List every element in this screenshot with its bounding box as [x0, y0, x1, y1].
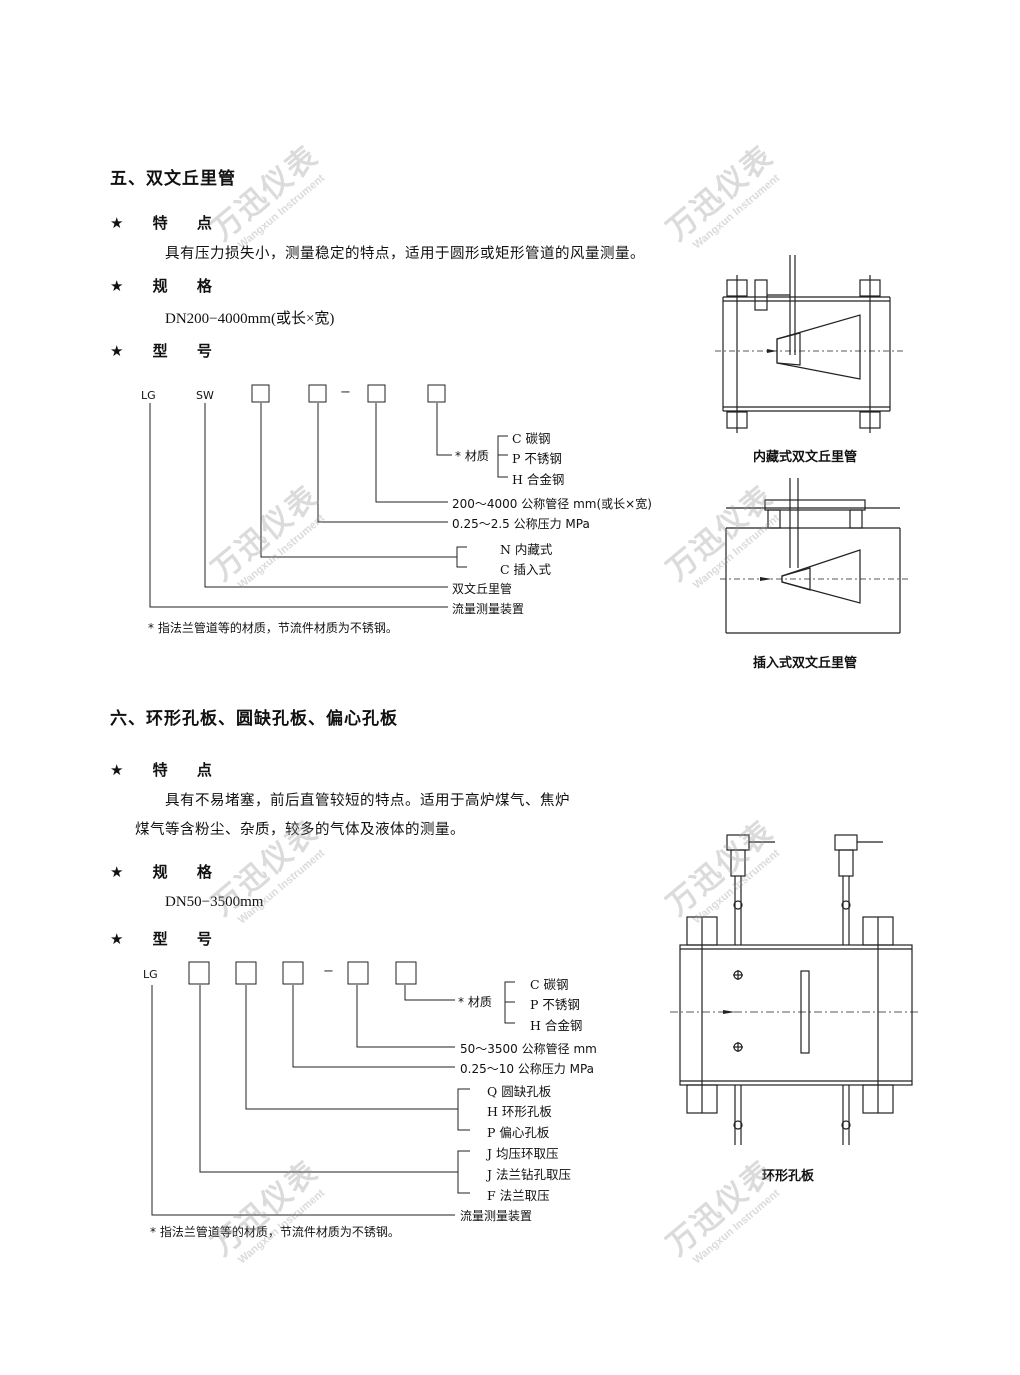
material-c-6: C 碳钢	[530, 977, 569, 992]
material-c-5: C 碳钢	[512, 431, 551, 446]
section6-title: 六、环形孔板、圆缺孔板、偏心孔板	[110, 709, 398, 729]
note-5: * 指法兰管道等的材质，节流件材质为不锈钢。	[148, 621, 398, 635]
code-lg-6: LG	[143, 968, 158, 981]
product-label-5: 双文丘里管	[452, 582, 513, 596]
install-c: C 插入式	[500, 562, 552, 577]
caption-ring-orifice: 环形孔板	[762, 1169, 815, 1184]
material-h-6: H 合金钢	[530, 1018, 583, 1033]
ring-orifice-drawing	[670, 834, 920, 1145]
material-label-6: * 材质	[458, 995, 492, 1009]
section6-feature-heading: ★ 特 点	[110, 761, 224, 779]
code6-box-1	[188, 961, 210, 985]
pressure-label-5: 0.25～2.5 公称压力 MPa	[452, 517, 590, 531]
section6-feature-line2: 煤气等含粉尘、杂质，较多的气体及液体的测量。	[135, 822, 465, 838]
device-label-6: 流量测量装置	[460, 1209, 533, 1223]
code-box-4	[427, 384, 446, 403]
code-lg: LG	[141, 389, 156, 402]
material-h-5: H 合金钢	[512, 472, 565, 487]
section5-spec-text: DN200−4000mm(或长×宽)	[165, 311, 335, 327]
material-p-5: P 不锈钢	[512, 451, 562, 466]
caption-insertion-venturi: 插入式双文丘里管	[753, 656, 858, 671]
tap-f: F 法兰取压	[487, 1188, 550, 1203]
diameter-label-5: 200～4000 公称管径 mm(或长×宽)	[452, 497, 652, 511]
plate-p: P 偏心孔板	[487, 1125, 550, 1140]
code6-box-2	[235, 961, 257, 985]
caption-inner-venturi: 内藏式双文丘里管	[753, 450, 858, 465]
code6-box-4	[347, 961, 369, 985]
code-dash: −	[340, 385, 351, 400]
section5-feature-text: 具有压力损失小，测量稳定的特点，适用于圆形或矩形管道的风量测量。	[165, 246, 645, 262]
code6-box-5	[395, 961, 417, 985]
code-dash-6: −	[323, 964, 334, 979]
section5-feature-heading: ★ 特 点	[110, 214, 224, 232]
code-box-1	[251, 384, 270, 403]
pressure-label-6: 0.25～10 公称压力 MPa	[460, 1062, 595, 1076]
section6-model-heading: ★ 型 号	[110, 930, 224, 948]
insertion-venturi-drawing	[720, 478, 910, 634]
tap-j1: J 均压环取压	[487, 1146, 559, 1161]
device-label-5: 流量测量装置	[452, 602, 525, 616]
material-label-5: * 材质	[455, 449, 489, 463]
code-box-3	[367, 384, 386, 403]
inner-venturi-drawing	[715, 255, 905, 433]
tap-j2: J 法兰钻孔取压	[487, 1167, 571, 1182]
note-6: * 指法兰管道等的材质，节流件材质为不锈钢。	[150, 1225, 400, 1239]
diameter-label-6: 50～3500 公称管径 mm	[460, 1042, 597, 1056]
section6-spec-text: DN50−3500mm	[165, 894, 264, 910]
section5-title: 五、双文丘里管	[110, 169, 236, 189]
section5-model-heading: ★ 型 号	[110, 342, 224, 360]
install-n: N 内藏式	[500, 542, 553, 557]
code6-box-3	[282, 961, 304, 985]
code-box-2	[308, 384, 327, 403]
material-p-6: P 不锈钢	[530, 997, 580, 1012]
section5-spec-heading: ★ 规 格	[110, 277, 224, 295]
plate-h: H 环形孔板	[487, 1104, 552, 1119]
code-sw: SW	[196, 389, 214, 402]
section6-feature-line1: 具有不易堵塞，前后直管较短的特点。适用于高炉煤气、焦炉	[165, 793, 570, 809]
plate-q: Q 圆缺孔板	[487, 1084, 552, 1099]
section6-spec-heading: ★ 规 格	[110, 863, 224, 881]
